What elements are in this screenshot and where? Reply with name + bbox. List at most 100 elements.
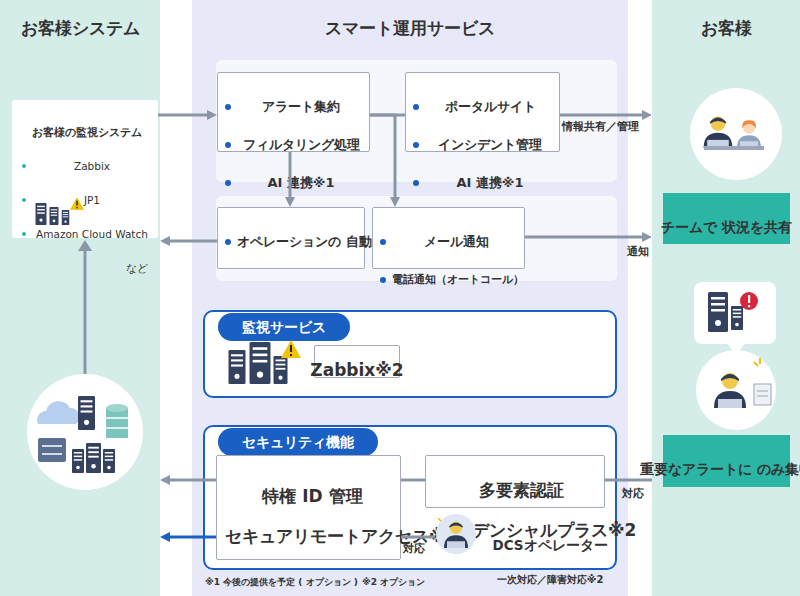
infrastructure-illustration xyxy=(27,240,143,490)
benefit-box: チームで 状況を共有 xyxy=(663,193,790,244)
feature-box: 特権 ID 管理セキュアリモートアクセス※2 xyxy=(216,455,401,560)
customer-team-illustration xyxy=(737,120,761,148)
feature-box: オペレーションの 自動化※1 xyxy=(217,207,365,269)
column-panel: お客様システムお客様の監視システム ZabbixJP1Amazon Cloud W… xyxy=(0,0,160,596)
node-text: 電話通知（オートコール） xyxy=(380,269,520,291)
operator-illustration xyxy=(696,350,776,430)
server-icon xyxy=(62,210,70,225)
connector-arrow xyxy=(158,114,207,117)
footnote: ※1 今後の提供を予定 ( オプション ) xyxy=(205,576,358,589)
node-heading: チームで 状況を共有 xyxy=(661,217,792,237)
operator-icon xyxy=(438,518,441,521)
connector-arrow xyxy=(401,536,435,539)
server-icon xyxy=(36,203,47,225)
system-box: お客様の監視システムZabbixJP1Amazon Cloud Watchなど xyxy=(12,100,158,238)
node-heading: 監視サービス xyxy=(218,313,350,341)
node-heading: スマート運用サービス xyxy=(192,16,628,40)
connector-arrow xyxy=(525,236,642,239)
benefit-box: 重要なアラートに のみ集中 xyxy=(663,435,790,487)
operator-icon xyxy=(436,514,476,554)
infrastructure-illustration xyxy=(106,417,128,419)
alert-bubble-illustration xyxy=(727,343,745,356)
connector-arrow xyxy=(605,479,652,482)
node-heading: お客様システム xyxy=(0,16,160,40)
server-icon xyxy=(36,197,85,225)
node-text: フィルタリング処理 xyxy=(225,134,365,156)
connector-arrow xyxy=(170,479,216,482)
connector-arrow xyxy=(370,115,395,197)
alert-bubble-illustration xyxy=(748,295,750,303)
node-text: セキュアリモートアクセス※2 xyxy=(225,524,400,548)
edge-label: 対応 xyxy=(622,486,644,501)
alert-bubble-illustration xyxy=(708,292,728,332)
service-section: 監視サービス Zabbix※2 xyxy=(203,310,617,398)
infrastructure-illustration xyxy=(42,453,62,455)
node-heading: 多要素認証 xyxy=(438,478,604,502)
infrastructure-illustration xyxy=(84,250,87,374)
node-heading: 重要なアラートに のみ集中 xyxy=(640,459,800,479)
edge-label: 通知 xyxy=(627,244,649,259)
node-heading: Zabbix※2 xyxy=(310,358,403,382)
server-icon xyxy=(70,197,84,210)
node-heading: セキュリティ機能 xyxy=(218,428,378,456)
node-text: Amazon Cloud Watch xyxy=(22,225,152,243)
node-heading: ポータルサイト xyxy=(413,96,555,118)
node-heading: メール通知 xyxy=(380,231,520,253)
infrastructure-illustration xyxy=(78,240,92,251)
operator-icon xyxy=(436,514,476,554)
server-icon xyxy=(229,340,302,384)
alert-bubble-illustration xyxy=(740,292,758,310)
infrastructure-illustration xyxy=(38,438,66,462)
node-text: インシデント管理 xyxy=(413,134,555,156)
node-text: 一次対応／障害対応※2 xyxy=(485,571,615,589)
operator-illustration xyxy=(757,396,768,397)
connector-arrow xyxy=(289,152,292,197)
node-text: AI 連携※1 xyxy=(413,172,555,194)
operator-illustration xyxy=(754,384,771,405)
server-icon xyxy=(281,340,301,358)
edge-label: 対応 xyxy=(403,541,425,556)
infrastructure-illustration xyxy=(106,427,128,429)
connector-arrow xyxy=(370,114,405,117)
connector-arrow xyxy=(560,114,642,117)
customer-team-illustration xyxy=(704,146,764,150)
node-heading: アラート集約 xyxy=(225,96,365,118)
node-heading: オペレーションの 自動化※1 xyxy=(225,231,360,253)
feature-box: アラート集約フィルタリング処理AI 連携※1 xyxy=(217,72,370,152)
node-text: Zabbix xyxy=(22,157,152,175)
operator-node: DCSオペレーター一次対応／障害対応※2 xyxy=(435,513,615,561)
infrastructure-illustration xyxy=(72,449,84,473)
node-text: JP1 xyxy=(22,191,152,209)
alert-bubble-illustration xyxy=(748,305,750,307)
operator-illustration xyxy=(759,358,761,364)
server-icon xyxy=(229,350,246,384)
operator-illustration xyxy=(696,350,776,430)
operator-icon xyxy=(444,522,468,548)
alert-bubble-illustration xyxy=(731,306,743,330)
node-heading: お客様の監視システム xyxy=(22,125,152,141)
infrastructure-illustration xyxy=(103,449,115,473)
node-text: など xyxy=(22,259,152,277)
customer-team-illustration xyxy=(704,117,733,149)
infrastructure-illustration xyxy=(106,408,128,438)
feature-box: 多要素認証クレデンシャルプラス※2 xyxy=(425,455,605,508)
infrastructure-illustration xyxy=(106,404,128,412)
footnote: ※2 オプション xyxy=(362,576,425,589)
product-box: Zabbix※2 xyxy=(314,345,400,378)
infrastructure-illustration xyxy=(27,374,143,490)
column-panel: スマート運用サービスアラート集約フィルタリング処理AI 連携※1ポータルサイトイ… xyxy=(192,0,628,596)
alert-bubble-illustration xyxy=(694,282,776,356)
customer-team-illustration xyxy=(690,88,782,180)
infrastructure-illustration xyxy=(37,401,79,424)
operator-illustration xyxy=(757,391,768,392)
infrastructure-illustration xyxy=(42,445,62,447)
connector-arrow xyxy=(170,240,217,243)
connector-arrow xyxy=(401,479,425,482)
operator-illustration xyxy=(714,373,746,408)
node-heading: 特権 ID 管理 xyxy=(225,484,400,508)
node-text: AI 連携※1 xyxy=(225,172,365,194)
server-icon xyxy=(50,207,59,225)
server-icon xyxy=(274,356,288,384)
server-icon xyxy=(250,342,271,384)
